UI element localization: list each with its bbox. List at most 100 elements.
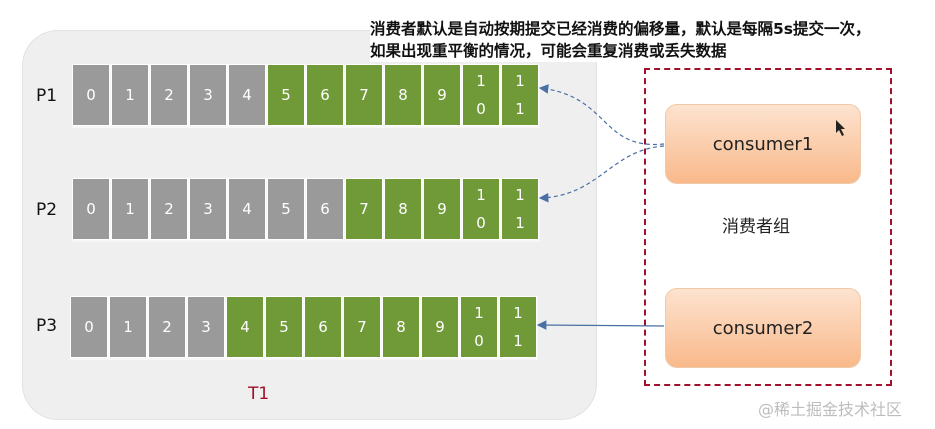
offset-digit: 1 (476, 72, 486, 90)
offset-digit: 0 (86, 200, 96, 218)
offset-digit: 4 (242, 200, 252, 218)
offset-digit: 1 (513, 304, 523, 322)
offset-cell: 5 (267, 64, 305, 126)
arrow-consumer1-to-p2 (538, 145, 665, 203)
offset-digit: 8 (398, 200, 408, 218)
offset-digit: 5 (281, 86, 291, 104)
offset-cell: 9 (423, 178, 461, 240)
offset-digit: 9 (435, 318, 445, 336)
offset-digit: 7 (359, 200, 369, 218)
offset-digit: 7 (359, 86, 369, 104)
offset-cell: 2 (150, 64, 188, 126)
offset-digit: 8 (396, 318, 406, 336)
consumer1-label: consumer1 (712, 133, 814, 155)
offset-cell: 1 (109, 296, 147, 358)
offset-digit: 1 (515, 100, 525, 118)
offset-cell: 8 (384, 178, 422, 240)
arrow-consumer1-to-p1 (538, 84, 665, 146)
offset-cell: 5 (265, 296, 303, 358)
offset-cell: 6 (304, 296, 342, 358)
offset-digit: 4 (240, 318, 250, 336)
offset-digit: 6 (318, 318, 328, 336)
arrow-consumer2-to-p3 (536, 320, 665, 330)
offset-digit: 3 (203, 86, 213, 104)
offset-digit: 7 (357, 318, 367, 336)
offset-digit: 5 (279, 318, 289, 336)
offset-digit: 0 (476, 214, 486, 232)
consumer-group-box (644, 68, 892, 386)
offset-digit: 8 (398, 86, 408, 104)
offset-digit: 3 (201, 318, 211, 336)
offset-digit: 1 (125, 200, 135, 218)
partition-label-p1: P1 (36, 86, 58, 106)
offset-cell: 6 (306, 64, 344, 126)
offset-digit: 9 (437, 200, 447, 218)
offset-cell: 8 (384, 64, 422, 126)
offset-cell: 7 (345, 64, 383, 126)
offset-digit: 4 (242, 86, 252, 104)
offset-cell: 3 (189, 178, 227, 240)
offset-cell: 1 (111, 178, 149, 240)
offset-digit: 0 (476, 100, 486, 118)
offset-digit: 6 (320, 86, 330, 104)
offset-cell: 1 (111, 64, 149, 126)
consumer-group-label: 消费者组 (722, 217, 790, 237)
offset-digit: 0 (474, 332, 484, 350)
offset-cell: 3 (189, 64, 227, 126)
watermark: @稀土掘金技术社区 (758, 400, 903, 419)
offset-cell: 9 (421, 296, 459, 358)
partition-label-p3: P3 (36, 316, 58, 336)
offset-digit: 3 (203, 200, 213, 218)
caption-line-1: 消费者默认是自动按期提交已经消费的偏移量，默认是每隔5s提交一次， (370, 20, 871, 38)
offset-cell: 0 (72, 64, 110, 126)
mouse-pointer-icon (836, 120, 845, 136)
offset-cell: 9 (423, 64, 461, 126)
offset-cell: 4 (226, 296, 264, 358)
offset-digit: 1 (476, 186, 486, 204)
offset-digit: 2 (162, 318, 172, 336)
offset-digit: 1 (513, 332, 523, 350)
offset-cell: 4 (228, 64, 266, 126)
offset-digit: 1 (515, 186, 525, 204)
offset-cell: 0 (72, 178, 110, 240)
partition-label-p2: P2 (36, 200, 58, 220)
offset-digit: 9 (437, 86, 447, 104)
offset-cell: 0 (70, 296, 108, 358)
topic-label: T1 (248, 384, 270, 404)
offset-digit: 2 (164, 86, 174, 104)
offset-digit: 1 (125, 86, 135, 104)
offset-digit: 1 (123, 318, 133, 336)
offset-digit: 1 (515, 214, 525, 232)
consumer1-node: consumer1 (665, 104, 861, 184)
offset-cell: 6 (306, 178, 344, 240)
offset-digit: 0 (86, 86, 96, 104)
offset-digit: 2 (164, 200, 174, 218)
consumer2-node: consumer2 (665, 288, 861, 368)
offset-digit: 5 (281, 200, 291, 218)
offset-cell: 2 (148, 296, 186, 358)
consumer2-label: consumer2 (712, 317, 814, 339)
offset-digit: 0 (84, 318, 94, 336)
offset-digit: 1 (515, 72, 525, 90)
offset-digit: 6 (320, 200, 330, 218)
offset-cell: 5 (267, 178, 305, 240)
offset-cell: 3 (187, 296, 225, 358)
offset-cell: 7 (343, 296, 381, 358)
offset-cell: 8 (382, 296, 420, 358)
offset-cell: 4 (228, 178, 266, 240)
caption-line-2: 如果出现重平衡的情况，可能会重复消费或丢失数据 (370, 42, 727, 60)
caption-note: 消费者默认是自动按期提交已经消费的偏移量，默认是每隔5s提交一次， 如果出现重平… (370, 18, 930, 62)
offset-cell: 2 (150, 178, 188, 240)
offset-cell: 7 (345, 178, 383, 240)
offset-digit: 1 (474, 304, 484, 322)
